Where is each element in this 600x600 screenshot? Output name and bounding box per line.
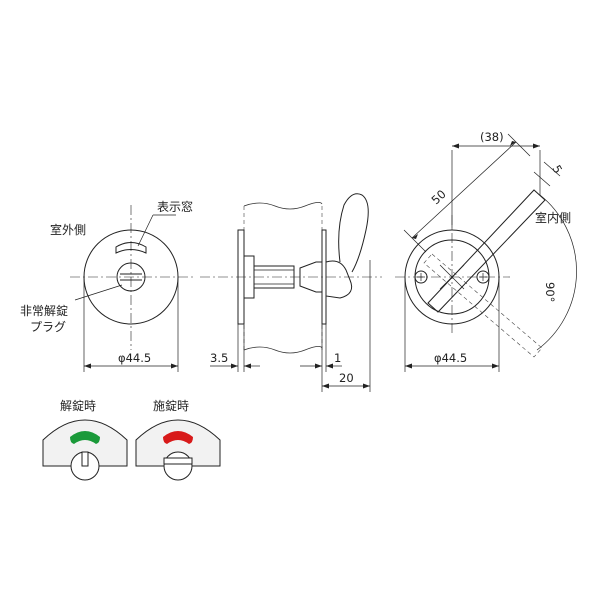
green-unlocked-mark xyxy=(70,431,100,444)
emergency-plug-label-1: 非常解錠 xyxy=(20,303,68,318)
handle-span-label: (38) xyxy=(480,130,504,144)
locked-label: 施錠時 xyxy=(153,398,189,413)
back-view: 90° (38) 50 5 φ44.5 室内側 xyxy=(395,130,577,372)
spindle xyxy=(253,265,295,289)
thumbturn-lever-side xyxy=(338,193,369,273)
back-diameter-label: φ44.5 xyxy=(434,351,467,365)
front-view: φ44.5 室外側 表示窓 非常解錠 プラグ xyxy=(20,199,195,372)
unlocked-label: 解錠時 xyxy=(60,398,96,413)
rotation-angle-label: 90° xyxy=(543,282,557,302)
thumbturn-lever xyxy=(427,189,546,313)
indoor-side-label: 室内側 xyxy=(535,210,571,225)
display-window-label: 表示窓 xyxy=(157,199,193,214)
outdoor-side-label: 室外側 xyxy=(50,222,86,237)
emergency-plug xyxy=(116,262,146,292)
unlocked-indicator: 解錠時 xyxy=(42,398,128,481)
locked-indicator: 施錠時 xyxy=(135,398,221,481)
gap-label: 1 xyxy=(334,351,341,365)
side-view: 3.5 1 20 xyxy=(200,193,382,392)
emergency-plug-label-2: プラグ xyxy=(30,320,66,334)
plate-thickness-label: 3.5 xyxy=(210,351,228,365)
handle-length-label: 50 xyxy=(428,187,448,207)
screw-left xyxy=(414,270,428,284)
screw-right xyxy=(476,270,490,284)
front-diameter-label: φ44.5 xyxy=(118,351,151,365)
display-window-slot xyxy=(115,242,147,254)
red-locked-mark xyxy=(163,431,193,444)
depth-label: 20 xyxy=(339,371,354,385)
